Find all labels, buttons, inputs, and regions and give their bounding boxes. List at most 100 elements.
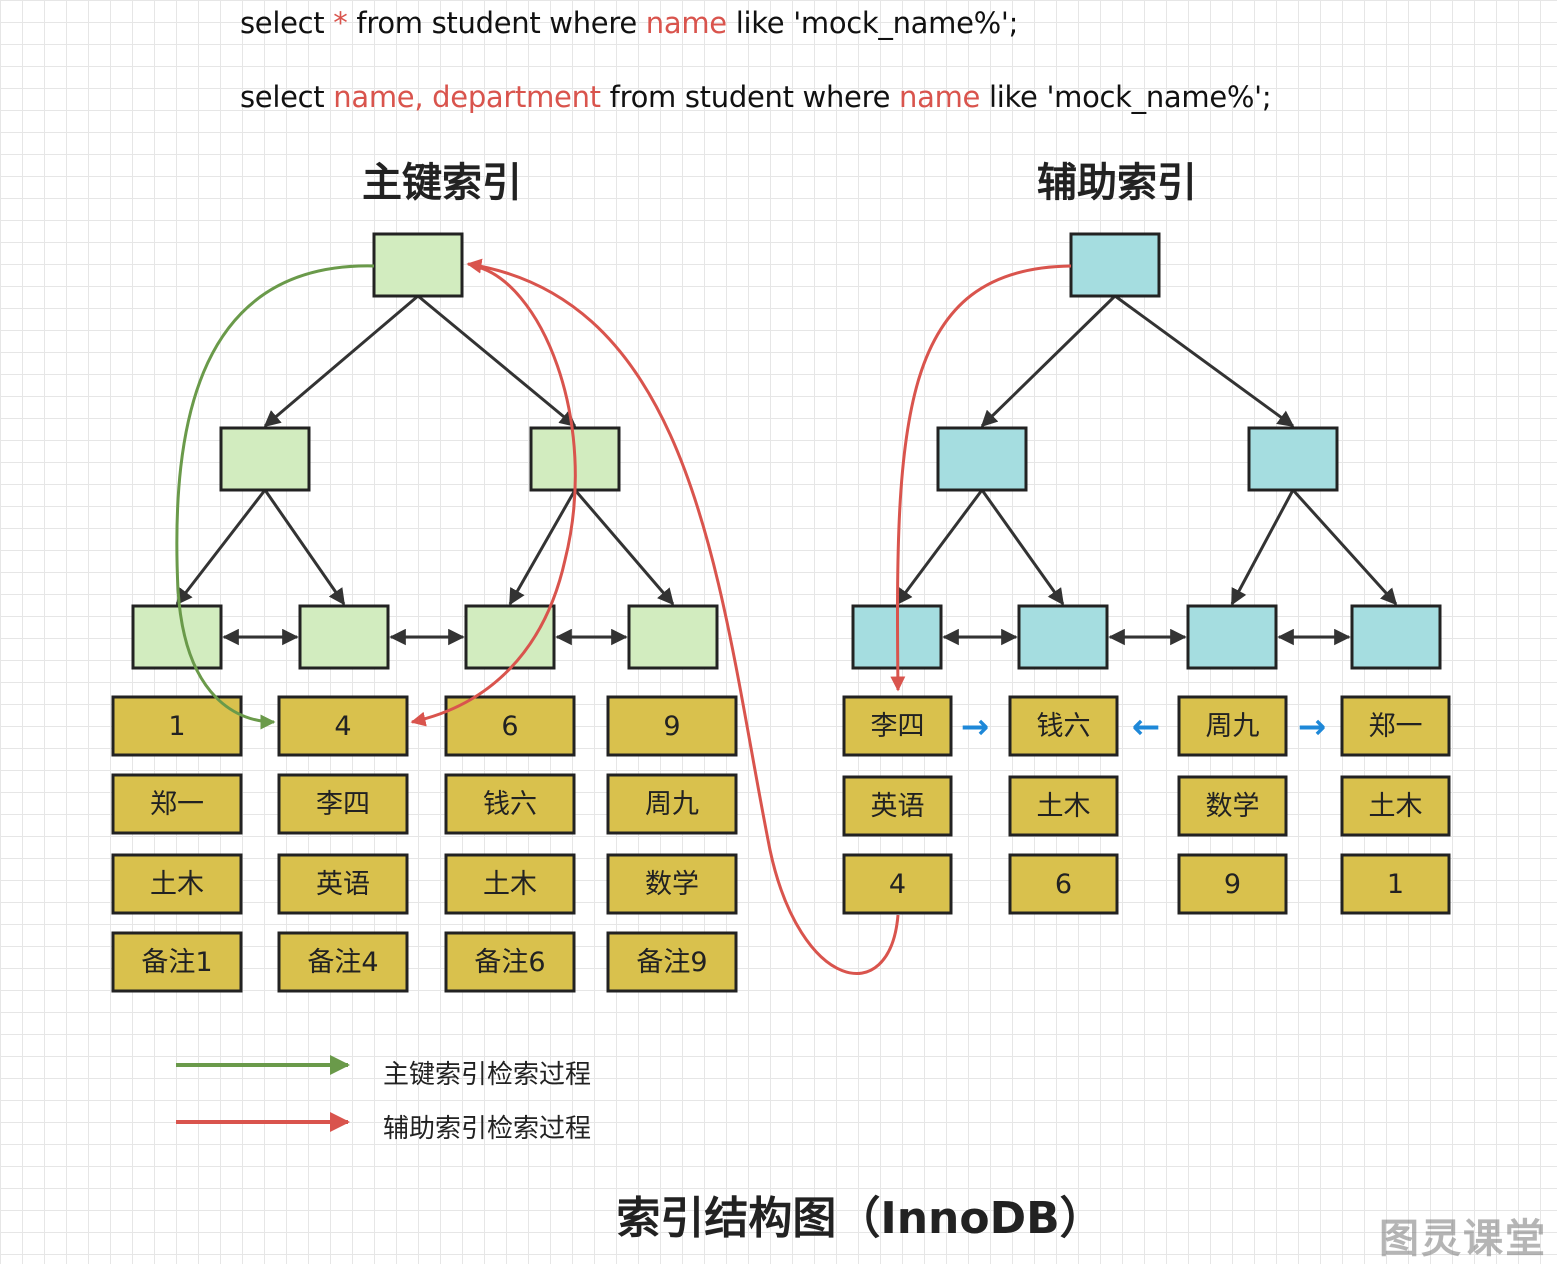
secondary-to-primary-path (466, 258, 900, 975)
tree-edge-arrow (263, 294, 419, 428)
sql-highlight: name (899, 80, 981, 114)
secondary-data-cell-text: 土木 (1369, 791, 1423, 822)
secondary-data-cell (1008, 775, 1119, 837)
primary-leaf-node (464, 604, 556, 670)
secondary-data-cell (842, 695, 953, 757)
primary-data-cell-text: 数学 (645, 869, 699, 900)
primary-data-cell (606, 695, 738, 757)
primary-data-cell (444, 853, 576, 915)
watermark-logo: 图灵课堂 (1379, 1216, 1547, 1262)
primary-index-title: 主键索引 (362, 160, 522, 206)
secondary-root-node (1069, 232, 1161, 298)
primary-data-cell-text: 备注4 (307, 947, 378, 978)
primary-data-cell-text: 4 (334, 711, 351, 742)
tree-edge-arrow (263, 489, 346, 606)
primary-data-cell (111, 931, 243, 993)
primary-data-cell (277, 853, 409, 915)
primary-leaf-node (298, 604, 390, 670)
primary-leaf-node (627, 604, 719, 670)
sql-part: like 'mock_name%'; (726, 6, 1019, 40)
primary-data-cell-text: 英语 (316, 869, 370, 900)
secondary-leaf-node (1017, 604, 1109, 670)
secondary-data-cell-text: 1 (1387, 869, 1404, 900)
sql-part: select (240, 6, 334, 40)
sql-part: select (240, 80, 334, 114)
primary-data-cell (444, 695, 576, 757)
tree-edge-arrow (417, 294, 577, 428)
sql-part: from student where (600, 80, 900, 114)
secondary-data-cell (1177, 695, 1288, 757)
tree-edge-arrow (573, 489, 675, 606)
sql-highlight: name, department (333, 80, 601, 114)
secondary-data-cell-text: 数学 (1206, 791, 1260, 822)
primary-data-cell-text: 郑一 (150, 789, 204, 820)
secondary-retrieval-path (890, 264, 1072, 692)
tree-edge-arrow (175, 489, 267, 606)
primary-data-cell (277, 773, 409, 835)
record-link-arrow-icon: → (961, 707, 990, 747)
secondary-index-title: 辅助索引 (1037, 160, 1197, 206)
record-link-arrow-icon: ← (1132, 707, 1161, 747)
secondary-branch-node (1247, 426, 1339, 492)
tree-edge-arrow (980, 294, 1117, 428)
primary-data-cell-text: 1 (168, 711, 185, 742)
tree-edge-arrow (1114, 294, 1295, 428)
legend-secondary-label: 辅助索引检索过程 (383, 1114, 592, 1144)
secondary-data-cell (1340, 853, 1451, 915)
primary-data-cell-text: 钱六 (483, 789, 537, 820)
secondary-leaf-node (1350, 604, 1442, 670)
primary-lookup-path (410, 264, 577, 727)
secondary-data-cell (1340, 775, 1451, 837)
record-link-arrow-icon: → (1298, 707, 1327, 747)
primary-retrieval-path (175, 264, 375, 730)
secondary-data-cell (842, 775, 953, 837)
primary-data-cell (277, 695, 409, 757)
secondary-data-cell (1177, 853, 1288, 915)
primary-root-node (372, 232, 464, 298)
secondary-data-cell-text: 4 (889, 869, 906, 900)
primary-data-cell-text: 6 (501, 711, 518, 742)
secondary-data-cell-text: 钱六 (1037, 711, 1091, 742)
sql-query-1: select * from student where name like 'm… (240, 6, 1018, 40)
tree-edge-arrow (980, 489, 1065, 606)
primary-branch-node (219, 426, 311, 492)
primary-data-cell-text: 9 (663, 711, 680, 742)
primary-data-cell (277, 931, 409, 993)
primary-data-cell (111, 773, 243, 835)
tree-edge-arrow (1230, 489, 1295, 606)
primary-data-cell (606, 773, 738, 835)
primary-data-cell (606, 931, 738, 993)
primary-leaf-node (131, 604, 223, 670)
primary-data-cell (111, 853, 243, 915)
tree-edge-arrow (895, 489, 984, 606)
secondary-data-cell (1177, 775, 1288, 837)
secondary-data-cell-text: 英语 (871, 791, 925, 822)
tree-edge-arrow (508, 489, 577, 606)
sql-part: from student where (347, 6, 646, 40)
diagram-title: 索引结构图（InnoDB） (616, 1193, 1104, 1244)
primary-data-cell-text: 土木 (150, 869, 204, 900)
secondary-data-cell (1008, 853, 1119, 915)
primary-data-cell-text: 李四 (316, 789, 370, 820)
secondary-data-cell-text: 土木 (1037, 791, 1091, 822)
primary-data-cell (444, 931, 576, 993)
secondary-data-cell-text: 李四 (871, 711, 925, 742)
secondary-data-cell (1008, 695, 1119, 757)
secondary-data-cell-text: 郑一 (1369, 711, 1423, 742)
secondary-data-cell (1340, 695, 1451, 757)
primary-data-cell-text: 土木 (483, 869, 537, 900)
primary-data-cell-text: 备注6 (474, 947, 545, 978)
secondary-data-cell-text: 6 (1055, 869, 1072, 900)
legend-primary-label: 主键索引检索过程 (383, 1060, 592, 1090)
secondary-data-cell-text: 9 (1224, 869, 1241, 900)
sql-highlight: * (333, 6, 348, 40)
secondary-leaf-node (1186, 604, 1278, 670)
secondary-data-cell-text: 周九 (1206, 711, 1260, 742)
primary-data-cell-text: 备注9 (636, 947, 707, 978)
sql-query-2: select name, department from student whe… (240, 80, 1272, 114)
primary-data-cell-text: 备注1 (141, 947, 212, 978)
primary-data-cell (606, 853, 738, 915)
secondary-data-cell (842, 853, 953, 915)
primary-data-cell (444, 773, 576, 835)
